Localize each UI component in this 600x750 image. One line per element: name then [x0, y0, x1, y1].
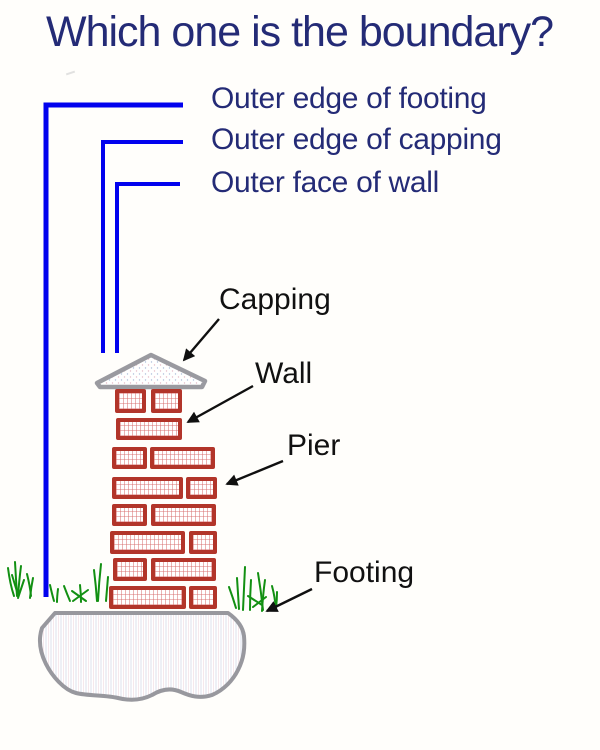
brick — [116, 418, 182, 440]
footing-arrow — [265, 587, 313, 613]
label-outer-face-of-wall: Outer face of wall — [211, 166, 440, 199]
grass-left — [7, 561, 109, 603]
brick — [112, 447, 147, 469]
page-title: Which one is the boundary? — [46, 8, 554, 56]
leader-line-outer-face-of-wall — [115, 182, 180, 353]
annotation-arrows — [182, 318, 313, 613]
label-wall: Wall — [255, 357, 313, 390]
brick — [109, 586, 186, 609]
leader-line-outer-edge-of-footing — [43, 102, 183, 597]
label-pier: Pier — [287, 429, 341, 462]
footing-shape — [37, 611, 247, 702]
label-outer-edge-of-footing: Outer edge of footing — [211, 82, 487, 115]
label-capping: Capping — [219, 283, 331, 316]
pier-arrow — [225, 459, 284, 486]
wall-arrow — [186, 384, 254, 424]
grass-right — [228, 566, 278, 612]
label-footing: Footing — [314, 556, 415, 589]
brick — [113, 558, 147, 581]
label-outer-edge-of-capping: Outer edge of capping — [211, 123, 502, 156]
brick — [151, 389, 182, 413]
brick — [115, 389, 146, 413]
brick — [189, 531, 217, 554]
brick — [150, 447, 215, 469]
brick — [112, 477, 183, 499]
capping-shape — [94, 352, 208, 390]
brick — [151, 558, 216, 581]
brick — [151, 504, 216, 526]
leader-line-outer-edge-of-capping — [101, 140, 183, 353]
leader-lines — [43, 102, 183, 597]
brick — [189, 586, 217, 609]
capping-arrow — [182, 318, 220, 362]
brick — [110, 531, 185, 554]
brick — [112, 504, 147, 526]
brick — [186, 477, 217, 499]
